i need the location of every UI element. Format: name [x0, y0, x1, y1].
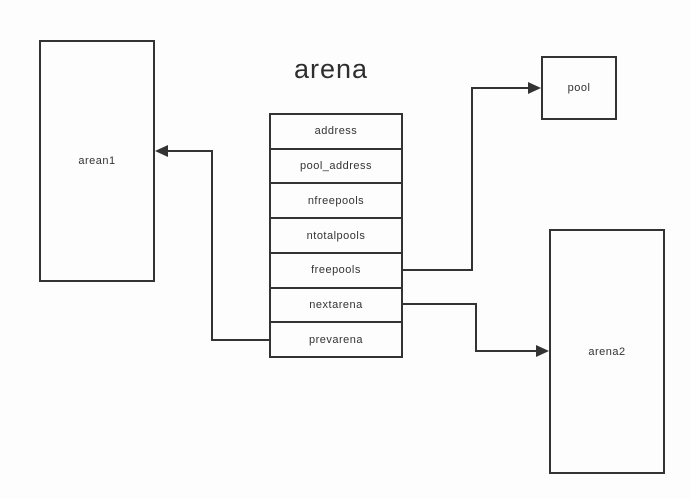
arena-field-table: address pool_address nfreepools ntotalpo… [269, 113, 403, 358]
table-row-nextarena: nextarena [271, 289, 401, 324]
box-pool-label: pool [567, 82, 591, 94]
diagram-title: arena [293, 54, 369, 84]
field-label-nfreepools: nfreepools [307, 194, 365, 207]
arrowhead-right-icon [536, 345, 549, 357]
arrowhead-right-icon [528, 82, 541, 94]
box-arean1: arean1 [39, 40, 155, 282]
table-row-nfreepools: nfreepools [271, 184, 401, 220]
table-row-prevarena: prevarena [271, 323, 401, 356]
connector-freepools-to-pool [403, 82, 541, 271]
arrowhead-left-icon [155, 145, 168, 157]
field-label-nextarena: nextarena [309, 298, 363, 311]
connector-prevarena-to-arean1 [155, 145, 269, 341]
table-row-pool-address: pool_address [271, 150, 401, 185]
field-label-freepools: freepools [311, 264, 361, 277]
box-arena2: arena2 [549, 229, 665, 474]
field-label-pool-address: pool_address [299, 160, 373, 173]
field-label-ntotalpools: ntotalpools [306, 229, 366, 242]
table-row-address: address [271, 115, 401, 150]
box-arena2-label: arena2 [588, 345, 626, 358]
box-pool: pool [541, 56, 617, 120]
table-row-freepools: freepools [271, 254, 401, 289]
field-label-address: address [314, 125, 358, 138]
connector-nextarena-to-arena2 [403, 303, 549, 357]
field-label-prevarena: prevarena [308, 333, 364, 346]
box-arean1-label: arean1 [78, 155, 116, 167]
table-row-ntotalpools: ntotalpools [271, 219, 401, 254]
